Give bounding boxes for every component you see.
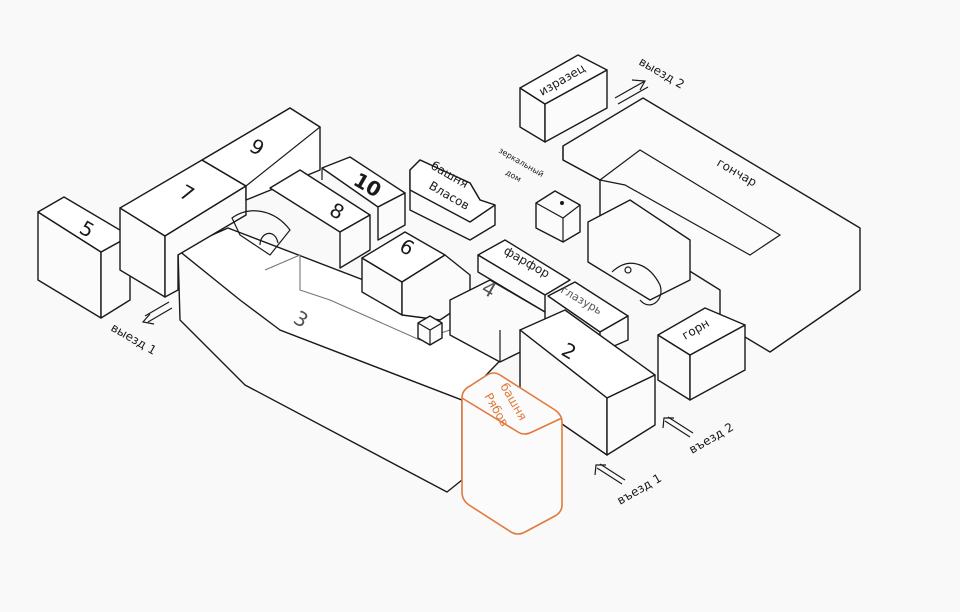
building-3[interactable] <box>177 227 521 493</box>
label-entry-1: въезд 1 <box>615 471 664 508</box>
building-8[interactable] <box>231 169 371 269</box>
label-exit-1: выезд 1 <box>109 320 159 357</box>
building-vlasov-tower[interactable] <box>409 159 496 241</box>
building-gorn[interactable] <box>657 307 746 401</box>
entry-1-arrow-icon <box>594 463 626 485</box>
building-mirror-house[interactable] <box>535 190 581 243</box>
exit-1-arrow-icon <box>141 301 173 325</box>
building-7[interactable] <box>119 159 247 298</box>
label-entry-2: въезд 2 <box>687 420 736 457</box>
entry-2-arrow-icon <box>662 416 694 438</box>
label-exit-2: выезд 2 <box>637 54 687 91</box>
small-box <box>417 315 443 346</box>
building-5[interactable] <box>37 196 131 319</box>
building-10[interactable] <box>321 156 406 241</box>
exit-2-arrow-icon <box>614 79 649 105</box>
building-2[interactable] <box>519 309 656 456</box>
building-ryabov-tower[interactable] <box>461 372 563 535</box>
building-farfor[interactable] <box>477 239 571 313</box>
building-izrazets[interactable] <box>519 54 608 143</box>
label-mirror-house-2: дом <box>504 168 523 184</box>
